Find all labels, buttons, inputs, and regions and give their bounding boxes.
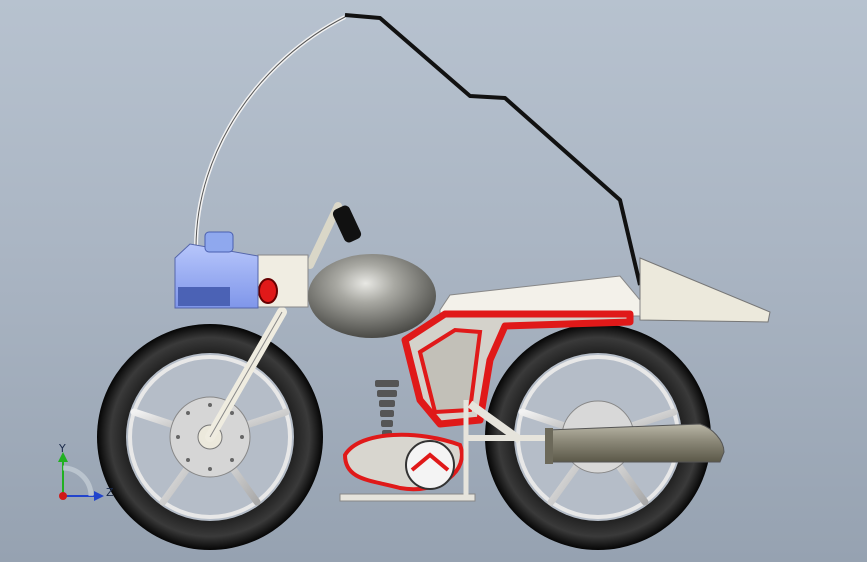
tail-cover	[639, 257, 771, 323]
suspension-spring	[375, 380, 399, 437]
x-axis-dot-icon	[59, 492, 67, 500]
fuel-tank	[308, 254, 436, 338]
exhaust-muffler	[547, 423, 725, 463]
y-axis-label: Y	[58, 442, 66, 455]
axis-triad: Y Z	[58, 442, 114, 501]
windshield-arc	[194, 15, 346, 249]
canopy-frame-line	[344, 13, 642, 286]
z-axis-label: Z	[106, 486, 114, 499]
kickstand-bar	[339, 493, 476, 502]
handlebar-grip	[332, 205, 362, 243]
headlight-lamp	[258, 278, 278, 304]
gauge-cylinder	[204, 231, 234, 253]
